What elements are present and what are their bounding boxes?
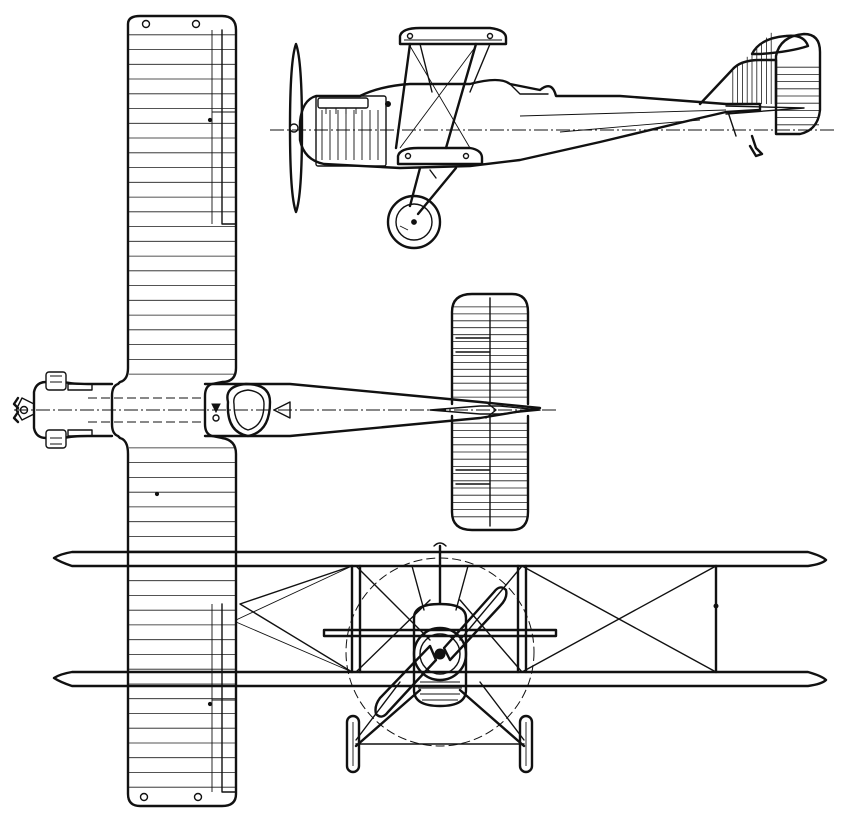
wheel-valve [399, 225, 409, 231]
cockpit-side [509, 83, 549, 95]
strut-point-1 [207, 117, 213, 123]
fin-ribs [732, 32, 819, 126]
bracing-wires-right [459, 565, 717, 673]
aileron-starboard [221, 603, 237, 793]
landing-gear-leg-rear [416, 166, 458, 216]
front-gear-vee-right [479, 681, 525, 741]
wingtip-fitting-2 [191, 19, 201, 29]
propeller-hub-side [289, 123, 299, 133]
fuselage-plan-outline [203, 382, 542, 438]
exhaust-manifold-side [317, 97, 369, 109]
upper-wing-ribs [129, 34, 235, 788]
propeller-side [288, 42, 304, 214]
propeller-hub-plan [15, 397, 35, 421]
bracing-wires-outer-left [235, 565, 353, 673]
lower-wing-front [52, 670, 828, 688]
elevator-side [725, 105, 805, 115]
interplane-strut-front [394, 42, 412, 150]
aileron-starboard-inner [211, 604, 236, 792]
engine-front-outline [412, 602, 468, 708]
wingtip-fitting-1 [141, 19, 151, 29]
cabane-bracing [399, 45, 477, 149]
rudder-top [750, 34, 810, 56]
tail-strut-side [727, 111, 737, 137]
fuselage-side-outline [298, 78, 762, 170]
upper-wing-outline [110, 14, 238, 808]
cockpit-opening [226, 382, 272, 438]
front-cabane-right [455, 565, 469, 611]
landing-gear-leg-front [408, 166, 422, 208]
front-gear-leg-left [354, 688, 422, 748]
tail-cone-plan [429, 405, 541, 415]
fin-side [698, 58, 778, 106]
front-view [52, 542, 828, 774]
propeller-blade-upper [442, 586, 508, 662]
fin-top-front [433, 542, 447, 547]
front-wheel-right [518, 714, 534, 774]
side-view [270, 26, 836, 250]
plan-view [12, 14, 556, 808]
gun-sight-plan [212, 414, 220, 422]
landing-gear-axle-strut [429, 169, 437, 179]
outer-strut-fitting [713, 603, 719, 609]
cabane-strut-1 [419, 43, 433, 93]
main-wheel-hub-side [395, 203, 433, 241]
elevator-horn-port [455, 337, 491, 353]
main-wheel-axle-side [411, 219, 417, 225]
front-cabane-left [411, 565, 425, 611]
cylinder-head-bottom [45, 429, 67, 449]
engine-cowling [32, 380, 114, 440]
elevator-horn-starboard [455, 469, 491, 485]
fuselage-stringer-side [519, 109, 727, 133]
tail-skid-plan [485, 401, 497, 419]
windscreen-plan [211, 403, 221, 414]
spinner-front [434, 648, 446, 660]
radiator-fins-front [418, 681, 462, 701]
exhaust-port-top [67, 383, 93, 391]
front-wheel-left [345, 714, 361, 774]
headrest-plan [273, 401, 291, 419]
wingtip-fitting-4 [193, 792, 203, 802]
strut-point-2 [154, 491, 160, 497]
propeller-blade-lower [374, 644, 438, 718]
cylinder-detail-bottom [50, 437, 62, 445]
upper-wing-fitting-1 [406, 32, 414, 40]
tailplane-starboard [450, 414, 530, 532]
lower-wing-side [396, 146, 484, 166]
front-gear-vee-left [355, 681, 401, 741]
cabane-strut-2 [469, 43, 491, 93]
bracing-wires-left [239, 565, 431, 673]
exhaust-stubs [325, 108, 357, 114]
rudder-side [774, 32, 822, 136]
upper-wing-side [398, 26, 508, 46]
cockpit-coaming [233, 389, 265, 431]
cylinder-head-top [45, 371, 67, 391]
aileron-port [221, 29, 237, 225]
front-gear-leg-right [458, 688, 526, 748]
cylinder-detail-top [50, 375, 62, 383]
tailplane-port [450, 292, 530, 406]
aileron-port-inner [211, 30, 236, 224]
wingtip-fitting-3 [139, 792, 149, 802]
cylinder-fins [321, 110, 379, 160]
engine-front-ring [419, 633, 461, 675]
upper-wing-fitting-2 [486, 32, 494, 40]
tail-skid-side [748, 134, 764, 158]
main-wheel-side [386, 194, 442, 250]
lower-wing-fitting-2 [462, 152, 470, 160]
strut-point-3 [207, 701, 213, 707]
engine-front-face [412, 626, 468, 682]
engine-block-side [315, 95, 387, 167]
propeller-blade-plan [12, 396, 20, 424]
interplane-strut-rear [444, 42, 478, 150]
lower-wing-fitting-1 [404, 152, 412, 160]
exhaust-port-bottom [67, 429, 93, 437]
oil-cap-side [385, 101, 391, 107]
